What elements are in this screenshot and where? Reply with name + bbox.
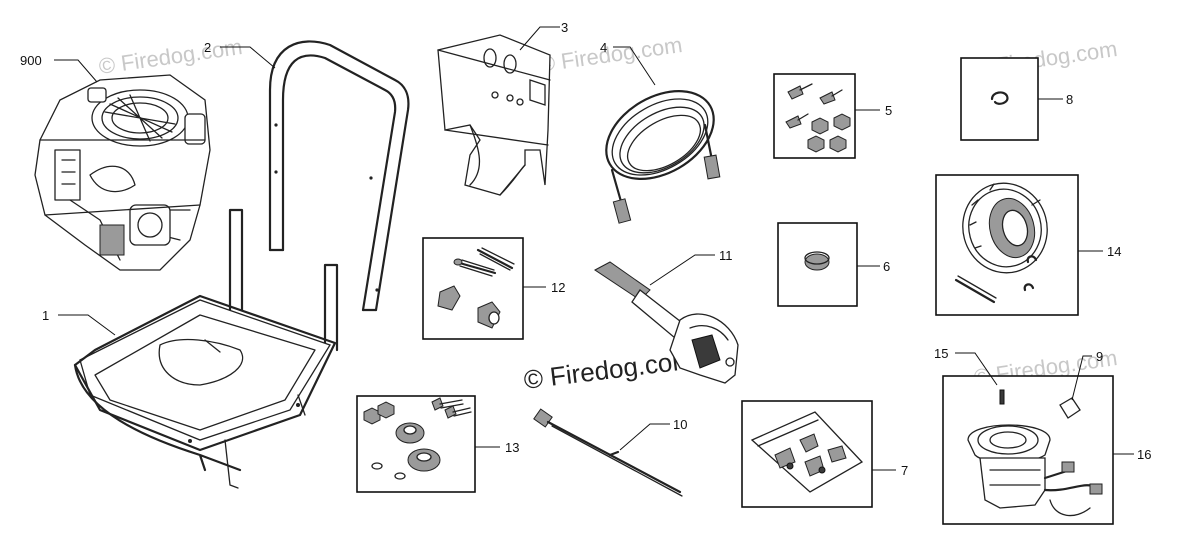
part-label-8: 8 xyxy=(1066,92,1073,107)
engine-drawing xyxy=(34,74,211,271)
bracket-drawing xyxy=(437,34,551,196)
watermark-text: © Firedog.com xyxy=(537,32,684,77)
part-label-13: 13 xyxy=(505,440,519,455)
part-label-6: 6 xyxy=(883,259,890,274)
pump-drawing xyxy=(942,375,1114,525)
handle-drawing xyxy=(268,40,410,312)
part-label-16: 16 xyxy=(1137,447,1151,462)
part-label-2: 2 xyxy=(204,40,211,55)
box-7-drawing xyxy=(741,400,873,508)
part-label-3: 3 xyxy=(561,20,568,35)
watermark-text: © Firedog.com xyxy=(97,34,244,79)
box-13-drawing xyxy=(356,395,476,493)
part-label-9: 9 xyxy=(1096,349,1103,364)
spray-gun-drawing xyxy=(594,261,739,384)
box-12-drawing xyxy=(422,237,524,340)
box-5-drawing xyxy=(773,73,856,159)
box-8-drawing xyxy=(960,57,1039,141)
part-label-14: 14 xyxy=(1107,244,1121,259)
part-label-10: 10 xyxy=(673,417,687,432)
leader-lines xyxy=(54,26,1134,471)
part-label-1: 1 xyxy=(42,308,49,323)
part-label-11: 11 xyxy=(719,248,733,263)
box-14-drawing xyxy=(935,174,1079,316)
box-6-drawing xyxy=(777,222,858,307)
part-label-4: 4 xyxy=(600,40,607,55)
part-label-15: 15 xyxy=(934,346,948,361)
part-labels: 900 2 3 4 5 8 6 14 11 12 1 10 13 7 15 9 … xyxy=(20,20,1151,478)
wand-drawing xyxy=(533,408,683,497)
part-label-12: 12 xyxy=(551,280,565,295)
part-label-900: 900 xyxy=(20,53,42,68)
part-label-5: 5 xyxy=(885,103,892,118)
hose-drawing xyxy=(605,90,721,224)
frame-drawing xyxy=(73,208,339,489)
watermark-main: © Firedog.com xyxy=(522,344,695,395)
part-label-7: 7 xyxy=(901,463,908,478)
